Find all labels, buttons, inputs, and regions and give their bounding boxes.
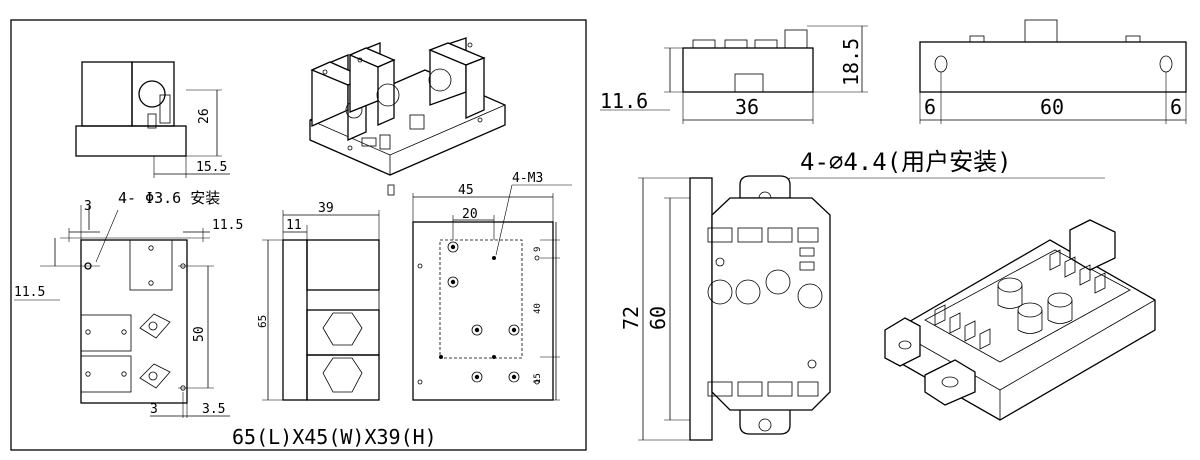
top-view: 45 20 4-M3 9 40 15 bbox=[412, 171, 572, 401]
overall-size-label: 65(L)X45(W)X39(H) bbox=[232, 425, 437, 449]
bottom-view: 3 11.5 11.5 50 3 3.5 4- Φ3.6 安装 bbox=[14, 189, 243, 418]
dim-36: 36 bbox=[735, 95, 759, 119]
dim-60-vertical: 60 bbox=[646, 306, 670, 330]
dim-72: 72 bbox=[619, 306, 643, 330]
mount-hole-note-left: 4- Φ3.6 安装 bbox=[118, 189, 220, 207]
dim-top-11-5: 11.5 bbox=[212, 218, 243, 233]
dim-6-left: 6 bbox=[924, 95, 936, 119]
dim-width-45: 45 bbox=[458, 183, 474, 198]
dim-left-11-5: 11.5 bbox=[14, 285, 45, 300]
pcb-plan-view bbox=[707, 175, 831, 435]
right-top-view: 6 60 6 bbox=[919, 19, 1187, 124]
dim-18-5: 18.5 bbox=[839, 38, 863, 86]
dim-length-65: 65 bbox=[256, 315, 269, 328]
dim-9: 9 bbox=[533, 247, 543, 252]
dim-hole-spacing-50: 50 bbox=[192, 326, 207, 342]
dim-bottom-3: 3 bbox=[150, 402, 158, 417]
left-sheet-border bbox=[10, 19, 587, 451]
dim-15: 15 bbox=[533, 373, 543, 384]
mount-note-right: 4-⌀4.4(用户安装) bbox=[769, 148, 1105, 197]
side-view: 26 15.5 bbox=[75, 61, 230, 178]
dim-hole-offset-3: 3 bbox=[84, 199, 92, 214]
dim-side-width: 15.5 bbox=[196, 160, 227, 175]
dim-11-6: 11.6 bbox=[600, 89, 648, 113]
mount-hole-note-right: 4-⌀4.4(用户安装) bbox=[800, 148, 1012, 176]
right-side-view: 11.6 36 18.5 bbox=[600, 25, 868, 124]
dim-bottom-3-5: 3.5 bbox=[202, 402, 225, 417]
thread-note-4-m3: 4-M3 bbox=[512, 171, 543, 186]
isometric-view-module bbox=[309, 37, 506, 196]
right-front-view: 72 60 bbox=[619, 177, 713, 441]
pcb-isometric-view bbox=[884, 219, 1156, 421]
dim-offset-11: 11 bbox=[286, 218, 302, 233]
dim-60-horizontal: 60 bbox=[1040, 95, 1064, 119]
dim-spacing-20: 20 bbox=[462, 207, 478, 222]
dim-height-39: 39 bbox=[318, 201, 334, 216]
front-view: 39 11 65 bbox=[256, 201, 380, 401]
dim-6-right: 6 bbox=[1170, 95, 1182, 119]
dim-side-height: 26 bbox=[197, 108, 212, 124]
dim-40: 40 bbox=[533, 303, 543, 314]
